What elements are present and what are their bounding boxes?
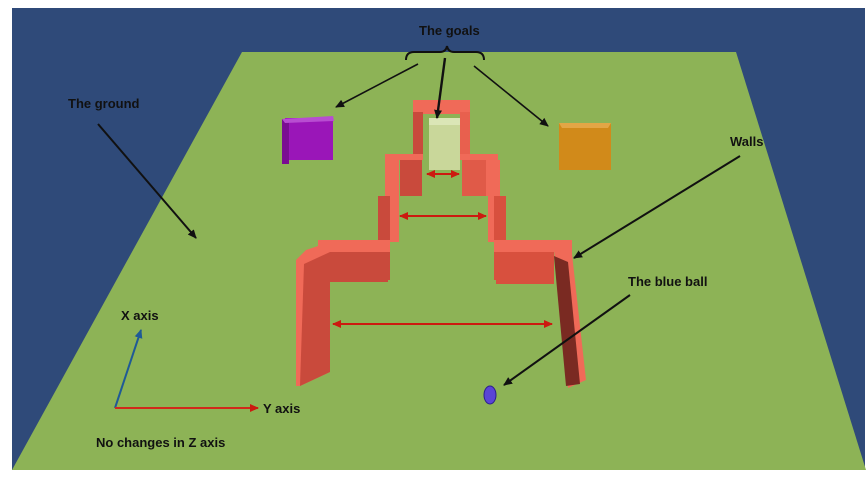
- blue-ball: [484, 386, 496, 404]
- z-axis-note: No changes in Z axis: [96, 435, 225, 450]
- x-axis-label: X axis: [121, 308, 159, 323]
- ball-label: The blue ball: [628, 274, 707, 289]
- goal-green-box: [429, 118, 460, 170]
- goal-purple-box: [282, 116, 334, 164]
- walls-label: Walls: [730, 134, 763, 149]
- goals-label: The goals: [419, 23, 480, 38]
- y-axis-label: Y axis: [263, 401, 300, 416]
- ground-label: The ground: [68, 96, 140, 111]
- goal-orange-box: [559, 123, 611, 170]
